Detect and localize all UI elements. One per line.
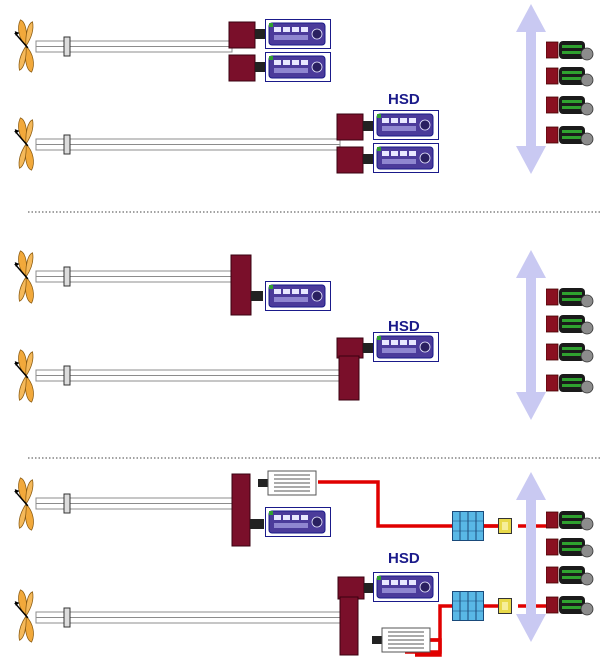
gearbox-icon bbox=[228, 54, 256, 82]
frequency-converter-icon bbox=[452, 511, 484, 541]
diesel-engine-icon bbox=[373, 110, 439, 140]
gearbox-icon bbox=[228, 21, 256, 49]
generator-icon bbox=[546, 342, 594, 363]
propeller-icon bbox=[14, 19, 35, 73]
shaft-line-3-upper bbox=[14, 470, 331, 547]
gearbox-icon bbox=[336, 113, 364, 141]
diesel-engine-icon bbox=[373, 143, 439, 173]
gearbox-icon bbox=[336, 337, 364, 359]
gearbox-icon bbox=[336, 146, 364, 174]
hsd-label: HSD bbox=[388, 318, 420, 335]
shaft-line-3-lower: HSD bbox=[14, 550, 439, 656]
generator-icon bbox=[546, 565, 594, 586]
gearbox-icon bbox=[337, 576, 365, 600]
generator-icon bbox=[546, 314, 594, 335]
propeller-icon bbox=[14, 349, 35, 403]
section-3: HSD bbox=[14, 470, 594, 657]
propeller-icon bbox=[14, 250, 35, 304]
shaft-bearing bbox=[63, 266, 71, 287]
generator-icon bbox=[546, 40, 594, 61]
propeller-icon bbox=[14, 117, 35, 171]
shaft-bearing bbox=[63, 365, 71, 386]
electric-motor-icon bbox=[372, 627, 431, 653]
diesel-engine-icon bbox=[373, 572, 439, 602]
generator-icon bbox=[546, 595, 594, 616]
propeller-icon bbox=[14, 589, 35, 643]
gearbox-icon bbox=[230, 254, 252, 316]
power-cable bbox=[318, 480, 506, 528]
shaft-bearing bbox=[63, 134, 71, 155]
generator-icon bbox=[546, 537, 594, 558]
hsd-label: HSD bbox=[388, 91, 420, 108]
generator-icon bbox=[546, 66, 594, 87]
generator-icon bbox=[546, 287, 594, 308]
generator-icon bbox=[546, 510, 594, 531]
breaker-icon bbox=[498, 518, 512, 534]
diesel-engine-icon bbox=[265, 52, 331, 82]
switchboard-bus-icon bbox=[516, 472, 546, 642]
section-2: HSD bbox=[14, 250, 594, 420]
section-1: HSD bbox=[14, 4, 594, 174]
generator-icon bbox=[546, 95, 594, 116]
diesel-engine-icon bbox=[373, 332, 439, 362]
shaft-line-1-upper bbox=[14, 19, 331, 82]
diesel-engine-icon bbox=[265, 281, 331, 311]
shaft-line-1-lower: HSD bbox=[14, 91, 439, 174]
shaft-bearing bbox=[63, 607, 71, 628]
shaft-bearing bbox=[63, 36, 71, 57]
shaft-line-2-upper bbox=[14, 250, 331, 316]
diesel-engine-icon bbox=[265, 507, 331, 537]
frequency-converter-icon bbox=[452, 591, 484, 621]
shaft-line-2-lower: HSD bbox=[14, 318, 439, 403]
generator-icon bbox=[546, 125, 594, 146]
gearbox-icon bbox=[231, 473, 251, 547]
generator-icon bbox=[546, 373, 594, 394]
switchboard-bus-icon bbox=[516, 4, 546, 174]
shaft-bearing bbox=[63, 493, 71, 514]
propeller-icon bbox=[14, 477, 35, 531]
electric-motor-icon bbox=[258, 470, 317, 496]
switchboard-bus-icon bbox=[516, 250, 546, 420]
breaker-icon bbox=[498, 598, 512, 614]
diesel-engine-icon bbox=[265, 19, 331, 49]
hsd-label: HSD bbox=[388, 550, 420, 567]
